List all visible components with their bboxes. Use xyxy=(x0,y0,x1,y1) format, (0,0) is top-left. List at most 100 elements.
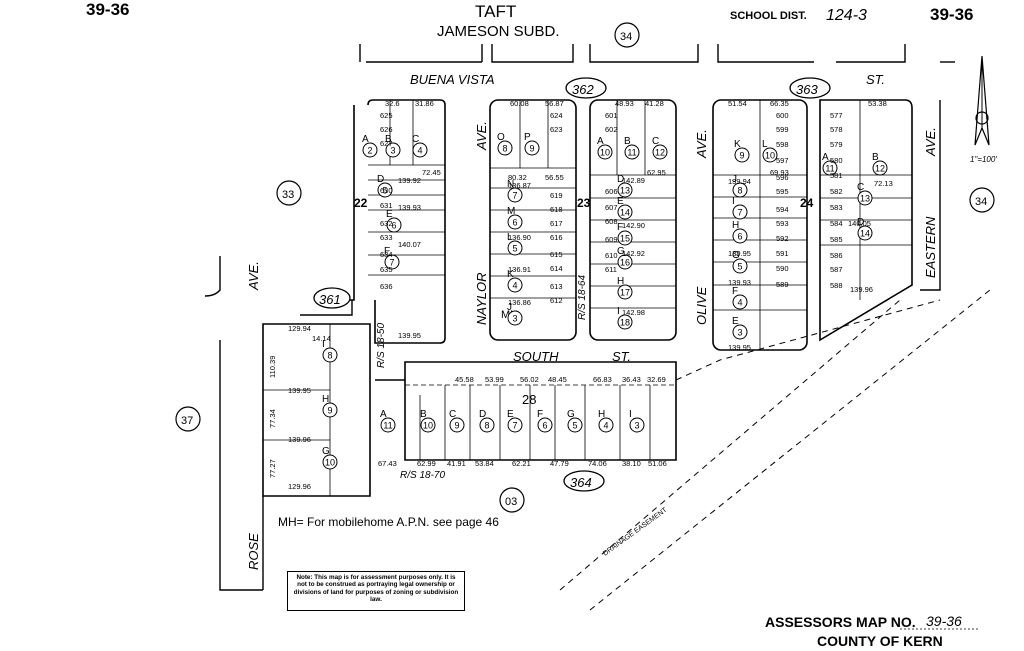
ref-33-circle xyxy=(276,180,302,206)
parcel-number-circle xyxy=(732,294,748,310)
parcel-marker: B11 xyxy=(624,136,640,160)
parcel-number-circle xyxy=(617,230,633,246)
parcel-number: 11 xyxy=(627,148,636,158)
assessors-map-number: 39-36 xyxy=(926,613,962,629)
parcel-marker: H9 xyxy=(322,394,338,418)
apn-label: 633 xyxy=(380,233,393,242)
dim-label: 56.87 xyxy=(545,99,564,108)
parcel-number-circle xyxy=(524,140,540,156)
dim-label: 110.39 xyxy=(268,356,277,378)
apn-label: 635 xyxy=(380,265,393,274)
parcel-marker: L10 xyxy=(762,139,778,163)
parcel-letter: O xyxy=(497,132,505,143)
dim-label: 31.86 xyxy=(415,99,434,108)
parcel-marker: A11 xyxy=(822,152,838,176)
parcel-number: 8 xyxy=(327,351,332,361)
parcel-number: 11 xyxy=(825,164,834,174)
page-number-left: 39-36 xyxy=(86,0,129,19)
parcel-letter: K xyxy=(734,139,741,150)
apn-label: 588 xyxy=(830,281,843,290)
parcel-letter: D xyxy=(377,174,384,185)
parcel-number: 3 xyxy=(512,314,517,324)
parcel-marker: A10 xyxy=(597,136,613,160)
parcel-number: 5 xyxy=(737,262,742,272)
parcel-number: 16 xyxy=(620,258,630,268)
parcel-number-circle xyxy=(734,147,750,163)
parcel-letter: L xyxy=(762,139,768,150)
dim-label: 139.95 xyxy=(728,249,751,258)
parcel-number-circle xyxy=(380,417,396,433)
parcel-number: 11 xyxy=(383,421,392,431)
page-number-right: 39-36 xyxy=(930,5,973,24)
apn-label: 627 xyxy=(380,139,393,148)
parcel-letter: I xyxy=(617,306,620,317)
parcel-number-circle xyxy=(479,417,495,433)
top-street-lines xyxy=(359,44,955,63)
parcel-letter: H xyxy=(322,394,329,405)
dim-label: 53.99 xyxy=(485,375,504,384)
parcel-number: 3 xyxy=(737,328,742,338)
dim-label: 36.43 xyxy=(622,375,641,384)
apn-label: 591 xyxy=(776,249,789,258)
outer-boundary-lines xyxy=(204,100,941,591)
parcel-letter: A xyxy=(822,152,829,163)
parcel-number: 7 xyxy=(389,258,394,268)
apn-label: 624 xyxy=(550,111,563,120)
block-364-lot-lines xyxy=(405,384,676,460)
parcel-number-circle xyxy=(597,144,613,160)
parcel-number: 2 xyxy=(367,146,372,156)
parcel-number: 3 xyxy=(390,146,395,156)
north-arrow-icon xyxy=(974,55,990,146)
apn-label: 634 xyxy=(380,250,393,259)
parcel-number: 9 xyxy=(739,151,744,161)
dim-label: 51.06 xyxy=(648,459,667,468)
parcel-letter: B xyxy=(624,136,631,147)
parcel-number-circle xyxy=(507,310,523,326)
parcel-number: 8 xyxy=(737,186,742,196)
block-362-number: 362 xyxy=(572,82,594,97)
parcel-number-circle xyxy=(362,142,378,158)
parcel-marker: I7 xyxy=(732,196,748,220)
parcel-marker: G5 xyxy=(567,409,583,433)
apn-label: 631 xyxy=(380,201,393,210)
dim-label: 142.98 xyxy=(622,308,645,317)
parcel-number: 10 xyxy=(600,148,610,158)
subdivision-name: JAMESON SUBD. xyxy=(437,23,560,40)
dim-label: 45.58 xyxy=(455,375,474,384)
parcel-letter: E xyxy=(386,209,393,220)
parcel-marker: P9 xyxy=(524,132,540,156)
lot-23-label: 23 xyxy=(577,196,591,210)
ref-03: 03 xyxy=(505,496,517,508)
school-district-label: SCHOOL DIST. xyxy=(730,10,807,22)
parcel-number: 14 xyxy=(620,208,630,218)
block-28-label: 28 xyxy=(522,392,536,407)
parcel-number-circle xyxy=(322,402,338,418)
parcel-letter: I xyxy=(629,409,632,420)
parcel-letter: C xyxy=(412,134,419,145)
lot-24-label: 24 xyxy=(800,196,814,210)
parcel-marker: F15 xyxy=(617,222,633,246)
dim-label: 74.06 xyxy=(588,459,607,468)
parcel-number-circle xyxy=(732,182,748,198)
parcel-letter: H xyxy=(617,276,624,287)
rs-18-50: R/S 18-50 xyxy=(376,323,387,368)
dim-label: 80.32 xyxy=(508,173,527,182)
ref-37: 37 xyxy=(181,415,193,427)
apn-label: 618 xyxy=(550,205,563,214)
block-364-number: 364 xyxy=(570,475,592,490)
parcel-number-circle xyxy=(732,228,748,244)
apn-label: 580 xyxy=(830,156,843,165)
parcel-marker: B3 xyxy=(385,134,401,158)
dim-label: 48.45 xyxy=(548,375,567,384)
parcel-marker: E3 xyxy=(732,316,748,340)
apn-label: 609 xyxy=(605,235,618,244)
parcel-letter: D xyxy=(857,217,864,228)
parcel-number-circle xyxy=(652,144,668,160)
block-363-oval xyxy=(789,77,831,99)
apn-label: 617 xyxy=(550,219,563,228)
dim-label: 56.02 xyxy=(520,375,539,384)
apn-label: 626 xyxy=(380,125,393,134)
dim-label: 53.84 xyxy=(475,459,494,468)
parcel-marker: I3 xyxy=(629,409,645,433)
parcel-number: 5 xyxy=(382,186,387,196)
